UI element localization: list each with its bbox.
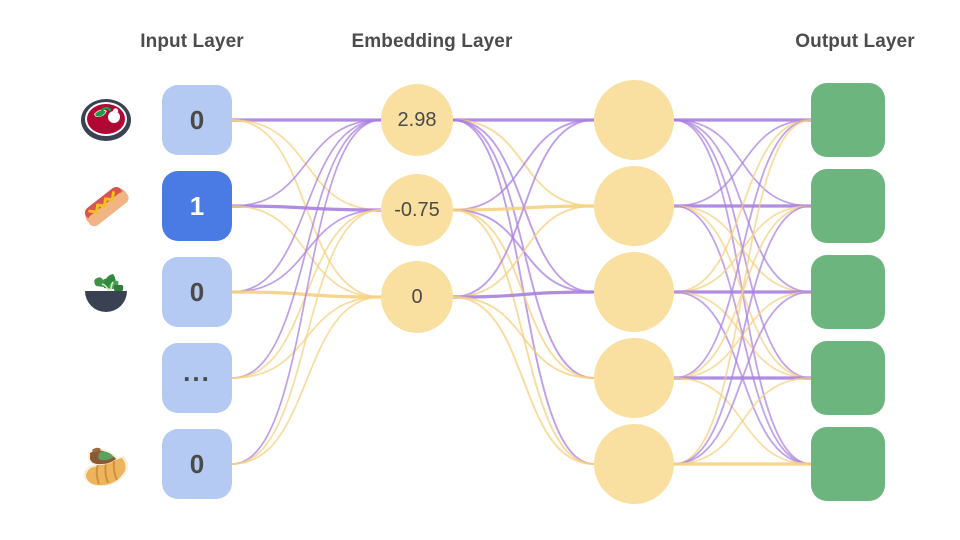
connection-edge xyxy=(231,119,382,465)
connection-edge xyxy=(673,205,812,465)
connection-edge xyxy=(673,205,812,379)
connection-edge xyxy=(231,119,382,298)
output-node-3[interactable] xyxy=(811,341,885,415)
layer-title-input: Input Layer xyxy=(140,31,244,52)
connection-edge xyxy=(673,377,812,465)
node-value: 0 xyxy=(189,276,205,307)
connection-edge xyxy=(231,204,382,212)
node-value: 1 xyxy=(189,190,205,221)
node-value: -0.75 xyxy=(394,198,440,221)
connection-edge xyxy=(452,209,595,379)
connection-edge xyxy=(673,119,812,207)
embedding-node-0[interactable]: 2.98 xyxy=(381,84,453,156)
connection-edge xyxy=(673,291,812,379)
connection-edge xyxy=(231,209,382,293)
output-node-4[interactable] xyxy=(811,427,885,501)
connection-edge xyxy=(452,204,595,212)
connection-edge xyxy=(452,205,595,298)
node-value: 0 xyxy=(411,285,423,308)
connection-edge xyxy=(673,291,812,379)
connection-edge xyxy=(231,290,382,299)
embedding-node-2[interactable]: 0 xyxy=(381,261,453,333)
connection-edge xyxy=(673,119,812,293)
connection-edge xyxy=(231,119,382,211)
burrito-icon xyxy=(76,434,136,494)
input-node-0[interactable]: 0 xyxy=(162,85,232,155)
hidden-node-0[interactable] xyxy=(594,80,674,160)
connection-edge xyxy=(452,119,595,293)
output-node-2[interactable] xyxy=(811,255,885,329)
soup-bowl-icon xyxy=(76,90,136,150)
connection-edge xyxy=(452,296,595,465)
hidden-node-3[interactable] xyxy=(594,338,674,418)
connection-edge xyxy=(452,119,595,465)
layer-title-embedding: Embedding Layer xyxy=(351,31,513,52)
output-node-1[interactable] xyxy=(811,169,885,243)
connection-edge xyxy=(673,377,812,465)
connection-edge xyxy=(673,205,812,379)
layer-title-output: Output Layer xyxy=(795,31,915,52)
connection-edge xyxy=(231,296,382,379)
output-node-0[interactable] xyxy=(811,83,885,157)
node-value: 0 xyxy=(189,448,205,479)
input-node-2[interactable]: 0 xyxy=(162,257,232,327)
connection-edge xyxy=(231,205,382,298)
connection-edge xyxy=(452,296,595,379)
input-node-1[interactable]: 1 xyxy=(162,171,232,241)
connection-edge xyxy=(673,119,812,379)
embedding-node-1[interactable]: -0.75 xyxy=(381,174,453,246)
input-node-3[interactable]: ... xyxy=(162,343,232,413)
connection-edge xyxy=(673,119,812,465)
connection-edge xyxy=(673,291,812,465)
connection-edge xyxy=(231,209,382,465)
connection-edge xyxy=(673,205,812,293)
connection-edge xyxy=(673,119,812,293)
connection-edge xyxy=(673,119,812,465)
connection-edge xyxy=(452,209,595,465)
connection-edge xyxy=(231,119,382,379)
connection-edge xyxy=(452,119,595,211)
hot-dog-icon xyxy=(76,176,136,236)
hidden-node-1[interactable] xyxy=(594,166,674,246)
connection-edge xyxy=(231,119,382,293)
connection-edge xyxy=(673,291,812,465)
node-value: 2.98 xyxy=(397,108,437,131)
connection-edge xyxy=(673,119,812,379)
connection-edge xyxy=(231,119,382,207)
connection-edge xyxy=(673,205,812,293)
connection-edge xyxy=(231,296,382,465)
connection-edge xyxy=(673,205,812,465)
connection-edge xyxy=(452,209,595,293)
hidden-node-4[interactable] xyxy=(594,424,674,504)
hidden-node-2[interactable] xyxy=(594,252,674,332)
connection-edge xyxy=(452,119,595,379)
connection-edge xyxy=(452,290,595,299)
connection-edge xyxy=(452,119,595,298)
connection-edge xyxy=(231,209,382,379)
node-value: 0 xyxy=(189,104,205,135)
node-value: ... xyxy=(183,356,211,387)
connection-edge xyxy=(673,119,812,207)
input-node-4[interactable]: 0 xyxy=(162,429,232,499)
salad-bowl-icon xyxy=(76,262,136,322)
connection-edge xyxy=(452,119,595,207)
